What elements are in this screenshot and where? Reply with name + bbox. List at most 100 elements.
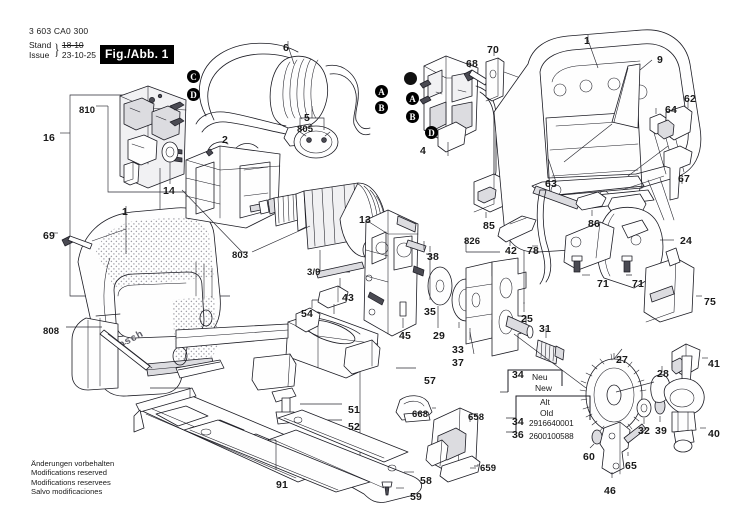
- item-number-3-9: 3/9: [307, 267, 321, 278]
- item-number-668: 668: [412, 409, 429, 420]
- item-number-14: 14: [163, 185, 175, 197]
- motor-field-2: [185, 141, 281, 229]
- cover-75: [643, 247, 702, 323]
- item-number-826: 826: [464, 236, 481, 247]
- item-number-46: 46: [604, 485, 616, 497]
- item-number-69: 69: [43, 230, 55, 242]
- item-number-43: 43: [342, 292, 354, 304]
- gearbox-housing: [363, 209, 425, 337]
- item-number-13: 13: [359, 214, 371, 226]
- item-number-86: 86: [588, 218, 600, 230]
- item-number-659: 659: [480, 463, 497, 474]
- screw-69: [53, 228, 127, 250]
- assembly-marker-b: B: [375, 101, 388, 114]
- insert-668: [395, 395, 436, 423]
- item-number-65: 65: [625, 460, 637, 472]
- value-issue: 23-10-25: [61, 49, 96, 60]
- disclaimer-en: Modifications reserved: [31, 468, 107, 478]
- header-block: 3 603 CA0 300 Stand Issue } 18-10 23-10-…: [29, 26, 96, 60]
- item-number-31: 31: [539, 323, 551, 335]
- item-number-29: 29: [433, 330, 445, 342]
- variant-old-en: Old: [540, 408, 554, 418]
- item-number-810: 810: [79, 105, 96, 116]
- item-number-40: 40: [708, 428, 720, 440]
- item-number-803: 803: [232, 250, 249, 261]
- item-number-658: 658: [468, 412, 485, 423]
- item-number-33: 33: [452, 344, 464, 356]
- washer-35: [426, 253, 453, 328]
- variant-new-item: 34: [512, 369, 524, 381]
- item-number-25: 25: [521, 313, 533, 325]
- item-number-57: 57: [424, 375, 436, 387]
- item-number-58: 58: [420, 475, 432, 487]
- assembly-marker-d: D: [187, 88, 200, 101]
- item-number-41: 41: [708, 358, 720, 370]
- item-number-64: 64: [665, 104, 677, 116]
- item-number-78: 78: [527, 245, 539, 257]
- plunger-40: [663, 355, 706, 453]
- item-number-75: 75: [704, 296, 716, 308]
- item-number-63: 63: [545, 178, 557, 190]
- clip-86: [575, 191, 607, 216]
- assembly-marker-b: B: [406, 110, 419, 123]
- item-number-54: 54: [301, 308, 313, 320]
- disclaimer-de: Änderungen vorbehalten: [31, 459, 115, 468]
- value-stand: 18-10: [61, 40, 84, 50]
- item-number-16: 16: [43, 132, 55, 144]
- cap-54: [311, 285, 349, 314]
- item-number-91: 91: [276, 479, 288, 491]
- item-number-6: 6: [283, 42, 289, 54]
- item-number-4: 4: [420, 145, 426, 157]
- variant-box-frame: [500, 369, 591, 433]
- variant-new-number: 34: [512, 369, 524, 381]
- bearing-32: [636, 398, 652, 424]
- item-number-71: 71: [597, 278, 609, 290]
- screw-68: [463, 62, 489, 86]
- guard-658: [425, 407, 481, 483]
- item-number-70: 70: [487, 44, 499, 56]
- item-number-67: 67: [678, 173, 690, 185]
- item-number-24: 24: [680, 235, 692, 247]
- item-number-1: 1: [584, 35, 590, 47]
- brace-glyph: }: [54, 42, 60, 59]
- sleeve-25: [505, 302, 534, 339]
- variant-old-pn-0: 2916640001: [529, 419, 574, 428]
- spring-78: [532, 189, 552, 285]
- screws-71: [571, 255, 633, 276]
- item-number-2: 2: [222, 134, 228, 146]
- switch-module-4: [419, 55, 497, 185]
- variant-old-item-0: 34: [512, 417, 524, 428]
- item-number-38: 38: [427, 251, 439, 263]
- variant-new-en: New: [535, 383, 553, 393]
- power-cord-6: [195, 41, 371, 159]
- item-number-39: 39: [655, 425, 667, 437]
- item-number-805: 805: [297, 124, 314, 135]
- item-number-62: 62: [684, 93, 696, 105]
- pin-38: [405, 239, 431, 253]
- leader-803: [181, 189, 311, 253]
- item-number-52: 52: [348, 421, 360, 433]
- roller-assembly-57: [175, 307, 416, 458]
- disclaimer-block: Änderungen vorbehalten Modifications res…: [31, 459, 114, 497]
- item-number-1: 1: [122, 206, 128, 218]
- item-number-808: 808: [43, 326, 60, 337]
- variant-new-de: Neu: [532, 372, 548, 382]
- lever-67: [621, 145, 693, 201]
- part-808: [66, 326, 153, 371]
- item-number-37: 37: [452, 357, 464, 369]
- item-number-71: 71: [632, 278, 644, 290]
- pin-65: [623, 423, 647, 456]
- variant-old-de: Alt: [540, 397, 550, 407]
- disclaimer-fr: Modifications reservees: [31, 477, 111, 487]
- knob-62: [627, 100, 693, 177]
- variant-old-number-1: 36: [512, 429, 524, 441]
- label-issue: Issue: [29, 49, 50, 60]
- item-number-85: 85: [483, 220, 495, 232]
- screw-59: [381, 481, 404, 496]
- item-number-27: 27: [616, 354, 628, 366]
- item-number-45: 45: [399, 330, 411, 342]
- shoe-42: [497, 215, 537, 246]
- item-number-60: 60: [583, 451, 595, 463]
- label-stand: Stand: [29, 40, 52, 50]
- item-number-32: 32: [638, 425, 650, 437]
